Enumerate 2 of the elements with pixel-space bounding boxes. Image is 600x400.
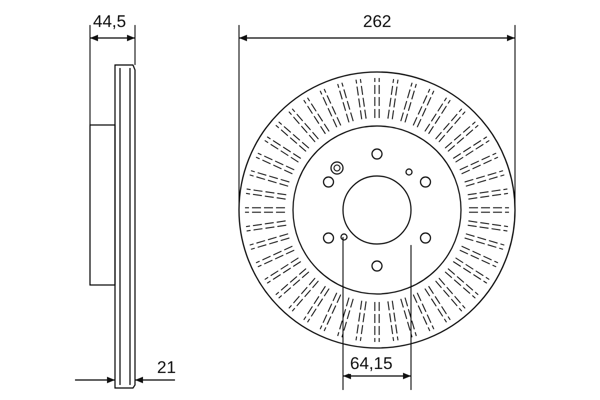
dimension-value: 44,5 [92, 12, 128, 32]
dimension-value: 64,15 [349, 354, 394, 374]
